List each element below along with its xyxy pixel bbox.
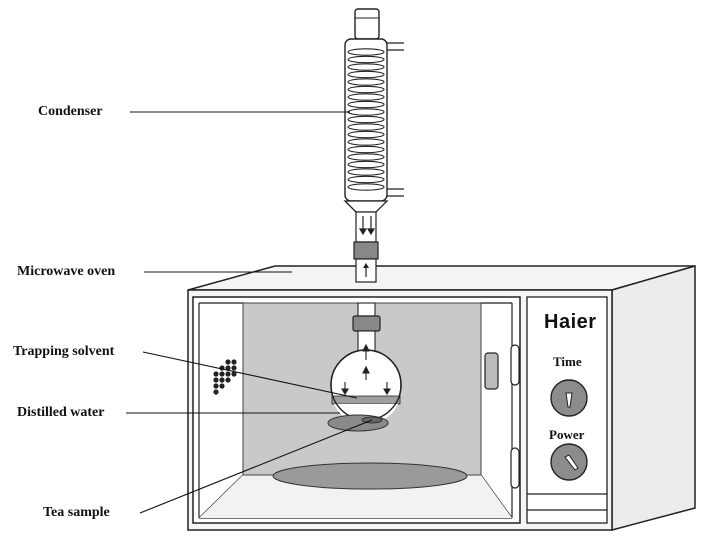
connecting-tube-upper [355, 211, 377, 243]
power-label: Power [549, 427, 585, 442]
label-distilled-water: Distilled water [17, 405, 105, 420]
vapor-return-arrows [358, 216, 376, 236]
label-trapping-solvent: Trapping solvent [13, 344, 115, 359]
trapping-solvent [331, 395, 401, 405]
flask-joint [352, 315, 381, 332]
brand-logo: Haier [544, 311, 597, 333]
turntable [272, 462, 468, 490]
power-knob [550, 443, 588, 481]
leader-lines [126, 111, 373, 514]
condenser-top [354, 8, 380, 40]
door-hinge-bottom [510, 447, 520, 489]
microwave-oven [187, 265, 696, 531]
glassware-assembly [327, 8, 404, 432]
time-label: Time [553, 354, 582, 369]
door-latch [484, 352, 499, 390]
ground-glass-joint [353, 241, 379, 260]
leader-tea-sample [139, 419, 373, 514]
label-condenser: Condenser [38, 104, 103, 119]
flask-arrows [341, 343, 391, 396]
door-hinge-top [510, 344, 520, 386]
time-knob [550, 379, 588, 417]
label-tea-sample: Tea sample [43, 505, 110, 520]
leader-trapping-solvent [142, 351, 358, 399]
label-microwave-oven: Microwave oven [17, 264, 116, 279]
condenser-coil [347, 48, 385, 191]
